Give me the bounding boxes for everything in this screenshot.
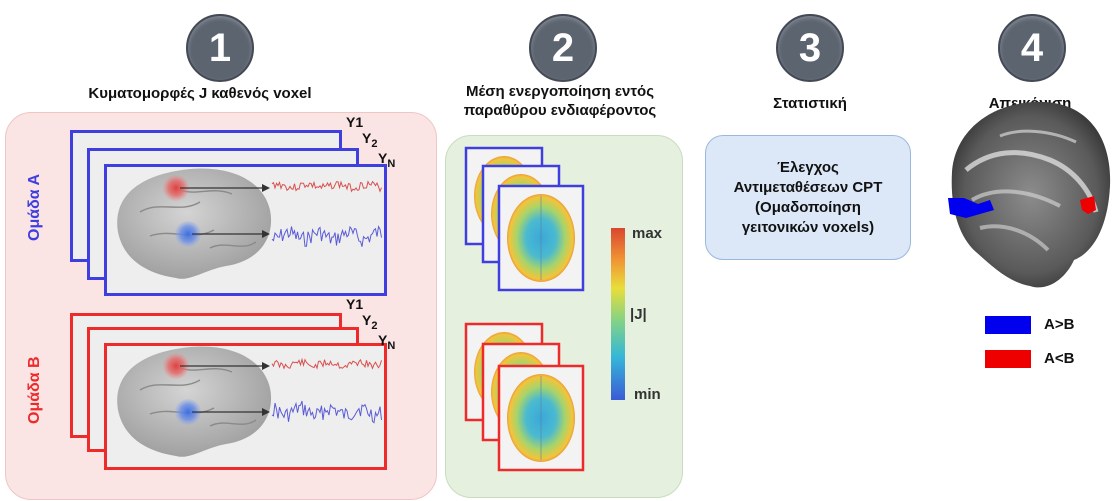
group-b-blue-source: [175, 399, 201, 425]
legend-a-lt-b-label: A<B: [1044, 350, 1075, 367]
mri-brain-slice: [948, 101, 1111, 288]
step-3-title: Στατιστική: [773, 95, 847, 112]
group-a-red-waveform: [271, 180, 382, 193]
group-b-red-waveform: [271, 357, 382, 370]
statistics-box: Έλεγχος Αντιμεταθέσεων CPT (Ομαδοποίηση …: [705, 135, 911, 260]
group-b-yn-label: YN: [378, 332, 395, 352]
statistics-line-1: Έλεγχος: [777, 158, 839, 176]
step-2-title-line1: Μέση ενεργοποίηση εντός: [465, 83, 655, 100]
step-4-circle: 4: [998, 14, 1066, 82]
legend-a-lt-b-swatch: [985, 350, 1031, 368]
group-b-y2-sub: 2: [371, 319, 378, 332]
statistics-line-3: (Ομαδοποίηση: [755, 198, 861, 216]
group-b-y2-label: Y2: [362, 312, 377, 332]
group-b-brain-illustration: [117, 346, 272, 457]
step-3-circle: 3: [776, 14, 844, 82]
group-a-yn-base: Y: [378, 150, 388, 166]
group-a-blue-source: [175, 221, 201, 247]
step-1-circle: 1: [186, 14, 254, 82]
mri-blue-cluster: [948, 198, 994, 218]
colorbar-min-label: min: [634, 386, 661, 403]
colorbar: [611, 228, 625, 400]
group-a-blue-waveform: [271, 225, 382, 247]
group-b-red-source: [163, 353, 189, 379]
mri-red-cluster: [1080, 196, 1096, 214]
colorbar-mid-label: |J|: [630, 306, 647, 323]
group-a-yn-label: YN: [378, 150, 395, 170]
group-b-y1-label: Y1: [346, 296, 364, 312]
step-1-title: Κυματομορφές J καθενός voxel: [88, 85, 312, 102]
group-b-heatmap-stack: [464, 322, 585, 472]
step-2-title-line2: παραθύρου ενδιαφέροντος: [463, 102, 657, 119]
group-a-y1-label: Y1: [346, 114, 364, 130]
colorbar-max-label: max: [632, 225, 663, 242]
group-b-yn-base: Y: [378, 332, 388, 348]
group-a-brain-illustration: [117, 168, 272, 279]
legend-a-gt-b-swatch: [985, 316, 1031, 334]
group-a-heatmap-stack: [464, 146, 585, 292]
group-a-y2-sub: 2: [371, 137, 378, 150]
statistics-line-4: γειτονικών voxels): [741, 218, 875, 236]
group-a-y2-base: Y: [362, 130, 372, 146]
group-b-yn-sub: N: [387, 339, 396, 352]
group-b-blue-waveform: [271, 400, 382, 424]
step-2-title: Μέση ενεργοποίηση εντός παραθύρου ενδιαφ…: [420, 82, 700, 120]
step-2-circle: 2: [529, 14, 597, 82]
legend-a-gt-b-label: A>B: [1044, 316, 1075, 333]
group-a-yn-sub: N: [387, 157, 396, 170]
group-a-red-source: [163, 175, 189, 201]
group-a-y2-label: Y2: [362, 130, 377, 150]
statistics-line-2: Αντιμεταθέσεων CPT: [733, 178, 883, 196]
group-b-y2-base: Y: [362, 312, 372, 328]
